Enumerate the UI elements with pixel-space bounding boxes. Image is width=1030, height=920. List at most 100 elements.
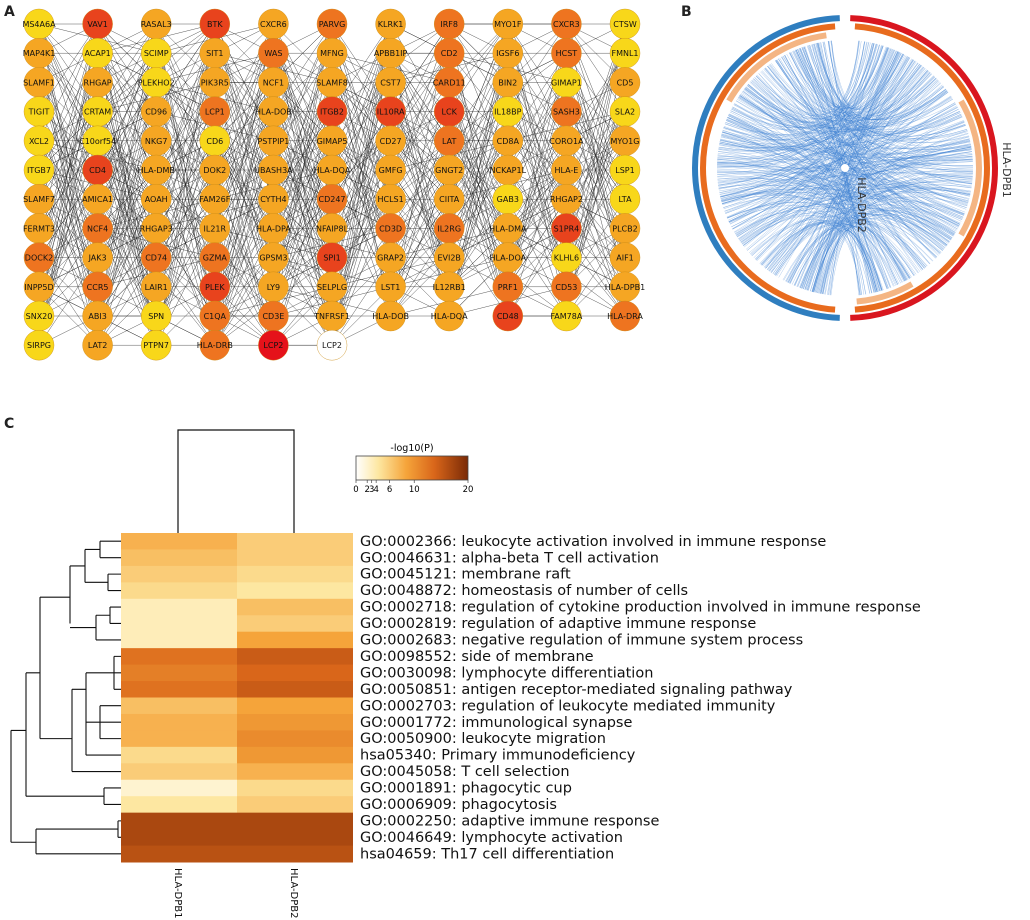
network-node-label: ITGB2 [320, 108, 344, 117]
network-node: CD6 [199, 125, 231, 157]
network-node: INPP5D [23, 271, 55, 302]
network-node-label: GIMAP1 [551, 78, 582, 87]
panel-letter-c: C [4, 416, 14, 432]
network-node-label: SASH3 [553, 108, 580, 117]
network-node: NCF1 [258, 67, 289, 98]
network-node: SPI1 [316, 242, 348, 273]
heatmap-row-label: GO:0006909: phagocytosis [360, 797, 557, 813]
chord-ring-arc [850, 15, 999, 321]
network-node-label: C1QA [204, 312, 227, 321]
network-node-label: TNFRSF1 [313, 312, 350, 321]
network-node-label: MYO1G [611, 137, 640, 146]
network-node-label: LCP1 [205, 108, 225, 117]
network-node-label: PARVG [319, 20, 346, 29]
network-node-label: SIRPG [27, 341, 51, 350]
network-node-label: HLA-DRB [197, 341, 233, 350]
network-node-label: CD4 [89, 166, 106, 175]
network-node-circle [199, 330, 231, 361]
network-node: AMICA1 [82, 183, 113, 215]
heatmap-cell [237, 631, 353, 649]
heatmap-cell [121, 582, 237, 600]
ppi-network: MS4A6AMAP4K1SLAMF1TIGITXCL2ITGB7SLAMF7FE… [22, 8, 645, 361]
network-node-label: SLA2 [615, 108, 635, 117]
heatmap-cell [237, 763, 353, 781]
network-node-label: CCR5 [87, 283, 109, 292]
heatmap-row-label: GO:0045121: membrane raft [360, 567, 571, 583]
network-node: ITGB7 [23, 154, 55, 186]
network-node: LCP1 [199, 96, 231, 127]
network-node-label: HLA-DOB [372, 312, 409, 321]
panel-letter-b: B [681, 4, 692, 20]
heatmap-row-label: GO:0045058: T cell selection [360, 764, 570, 780]
chord-links [716, 40, 973, 296]
network-node: MFNG [316, 38, 348, 69]
heatmap-row-label: GO:0048872: homeostasis of number of cel… [360, 583, 688, 599]
heatmap-column-label: HLA-DPB1 [172, 868, 183, 919]
network-node: CD27 [375, 125, 406, 157]
network-node-label: CD8A [497, 137, 520, 146]
network-node-label: HLA-DMA [489, 224, 527, 233]
heatmap-cell [121, 746, 237, 764]
network-node-label: FAM78A [550, 312, 582, 321]
colorbar-tick-label: 2 [364, 485, 369, 495]
network-node: CST7 [375, 67, 406, 98]
network-node: CCR5 [82, 271, 113, 302]
network-node-label: CD27 [380, 137, 402, 146]
network-node: FERMT3 [23, 213, 55, 244]
heatmap-cell [121, 779, 237, 797]
network-node-label: HLA-DRA [607, 312, 643, 321]
network-node-label: NCF1 [263, 78, 284, 87]
heatmap-cell [121, 812, 237, 830]
heatmap-row-label: GO:0001891: phagocytic cup [360, 781, 572, 797]
heatmap-row-label: hsa04659: Th17 cell differentiation [360, 846, 614, 862]
network-node-label: CIITA [439, 195, 460, 204]
network-node-label: SLAMF1 [23, 78, 55, 87]
network-node-label: BIN2 [498, 78, 517, 87]
network-nodes: MS4A6AMAP4K1SLAMF1TIGITXCL2ITGB7SLAMF7FE… [22, 8, 645, 361]
network-node: MYO1F [492, 8, 523, 40]
network-node: HCLS1 [375, 183, 406, 215]
chord-label-left: HLA-DPB2 [855, 177, 868, 233]
network-node: EVI2B [434, 242, 465, 273]
network-node-label: SPN [148, 312, 164, 321]
network-node-label: FAM26F [199, 195, 230, 204]
heatmap-cell [121, 796, 237, 814]
network-node: DOCK2 [23, 242, 55, 273]
network-node-label: CD247 [318, 195, 345, 204]
network-node: MS4A6A [22, 8, 56, 40]
network-node-label: LCP2 [263, 341, 283, 350]
heatmap-cell [237, 746, 353, 764]
colorbar-tick-label: 6 [387, 485, 392, 495]
heatmap-row-label: GO:0002703: regulation of leukocyte medi… [360, 698, 776, 714]
colorbar-tick-label: 20 [463, 485, 474, 495]
heatmap-cell [121, 549, 237, 567]
network-node: CYTH4 [258, 183, 289, 215]
heatmap-cell [121, 664, 237, 682]
network-node: SIT1 [199, 38, 231, 69]
heatmap-row-label: GO:0002819: regulation of adaptive immun… [360, 616, 756, 632]
heatmap-row-label: GO:0002250: adaptive immune response [360, 813, 659, 829]
network-node: PLEK [199, 271, 231, 302]
network-node: CD96 [140, 96, 172, 127]
network-node-label: GIMAP5 [317, 137, 348, 146]
network-node-circle [316, 330, 348, 361]
network-node-label: PLEK [205, 283, 225, 292]
network-node: LST1 [375, 271, 406, 302]
network-node: NFAIP8L [316, 213, 349, 244]
network-node: HLA-DRA [607, 300, 643, 332]
network-node: SASH3 [551, 96, 582, 127]
colorbar-tick-label: 3 [369, 485, 374, 495]
network-node-label: SPI1 [323, 254, 340, 263]
network-node-label: PIK3R5 [201, 78, 229, 87]
heatmap-cell [237, 845, 353, 863]
network-node-label: LTA [618, 195, 632, 204]
network-node: HLA-DOB [255, 96, 292, 127]
network-node-circle [551, 300, 582, 332]
heatmap-cell [121, 598, 237, 616]
network-node-label: DOCK2 [25, 254, 53, 263]
heatmap-row-label: GO:0002718: regulation of cytokine produ… [360, 600, 921, 616]
network-node: PRF1 [492, 271, 523, 302]
